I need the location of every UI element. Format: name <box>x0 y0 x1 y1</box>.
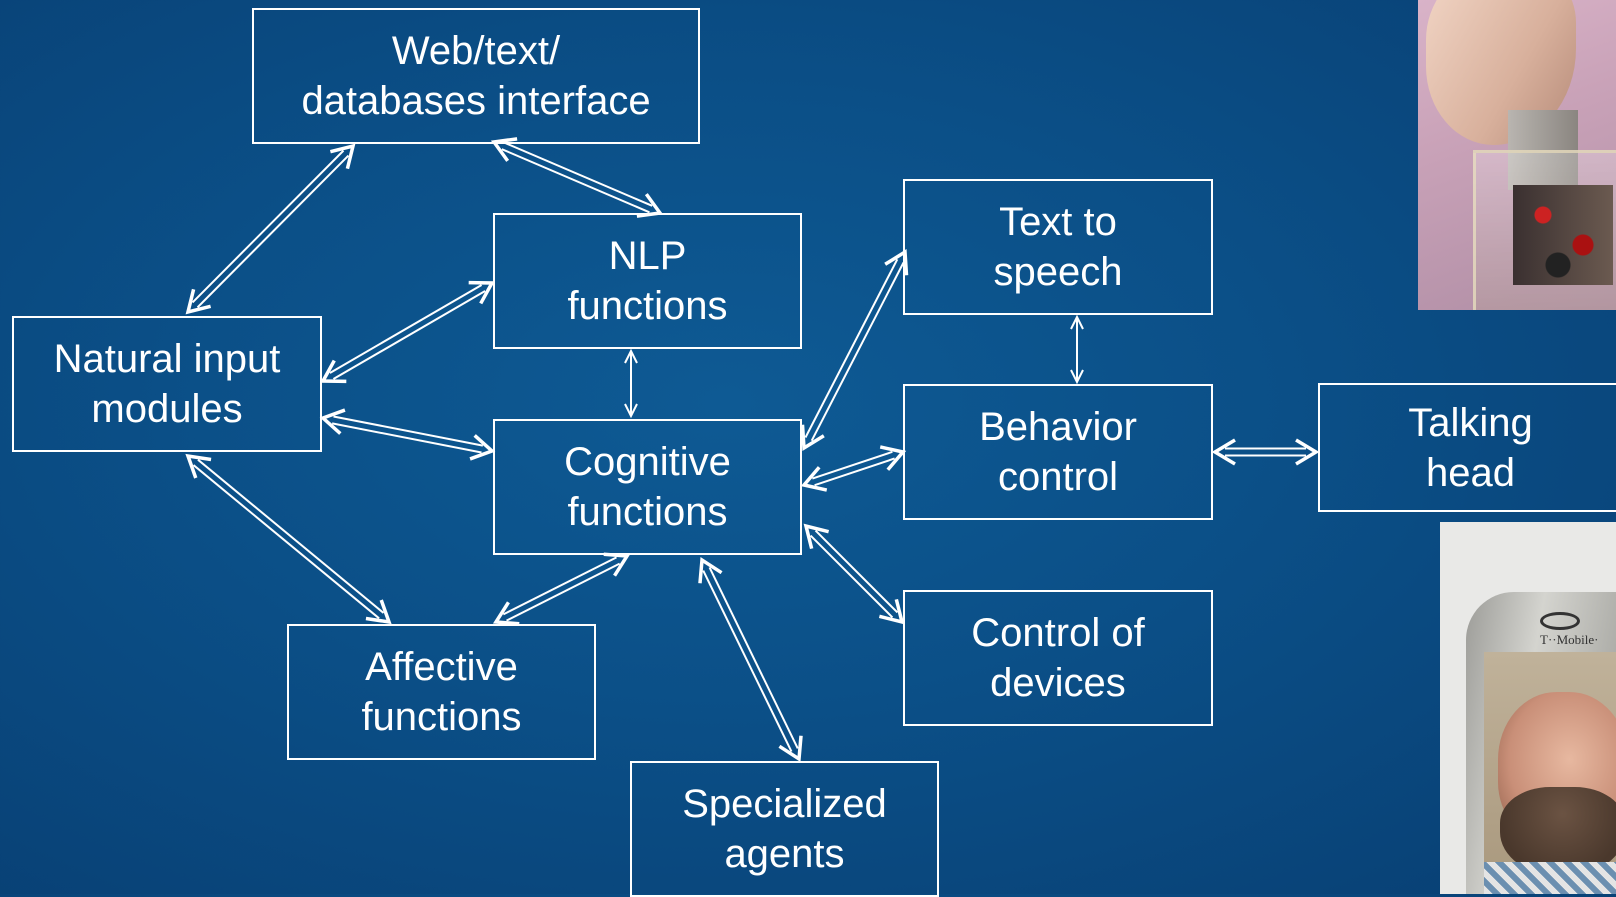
arrow-cognitive-functions-to-control-of-devices <box>803 523 905 625</box>
arrow-cognitive-functions-to-affective-functions <box>492 552 631 626</box>
robot-electronics <box>1513 185 1613 285</box>
arrow-cognitive-functions-to-text-to-speech <box>800 248 909 452</box>
arrow-nlp-functions-to-cognitive-functions <box>624 348 638 419</box>
arrow-natural-input-to-nlp-functions <box>320 280 495 384</box>
cognitive-functions-box: Cognitive functions <box>493 419 802 555</box>
phone-avatar-photo: T··Mobile· <box>1440 522 1616 894</box>
arrow-natural-input-to-web-interface <box>185 143 356 315</box>
arrow-text-to-speech-to-behavior-control <box>1070 314 1084 385</box>
control-of-devices-box: Control of devices <box>903 590 1213 726</box>
robot-head-photo <box>1418 0 1616 310</box>
natural-input-box: Natural input modules <box>12 316 322 452</box>
nlp-functions-box: NLP functions <box>493 213 802 349</box>
arrow-cognitive-functions-to-behavior-control <box>800 445 907 492</box>
avatar-shirt <box>1484 862 1616 894</box>
web-interface-box: Web/text/ databases interface <box>252 8 700 144</box>
behavior-control-box: Behavior control <box>903 384 1213 520</box>
talking-head-box: Talking head <box>1318 383 1616 512</box>
arrow-natural-input-to-affective-functions <box>185 453 392 625</box>
text-to-speech-box: Text to speech <box>903 179 1213 315</box>
phone-brand: T··Mobile· <box>1540 632 1599 647</box>
affective-functions-box: Affective functions <box>287 624 596 760</box>
arrow-web-interface-to-nlp-functions <box>490 137 664 218</box>
phone-speaker <box>1540 612 1580 630</box>
arrow-natural-input-to-cognitive-functions <box>319 408 496 461</box>
arrow-cognitive-functions-to-specialized-agents <box>698 556 803 763</box>
specialized-agents-box: Specialized agents <box>630 761 939 897</box>
arrow-behavior-control-to-talking-head <box>1211 438 1320 466</box>
